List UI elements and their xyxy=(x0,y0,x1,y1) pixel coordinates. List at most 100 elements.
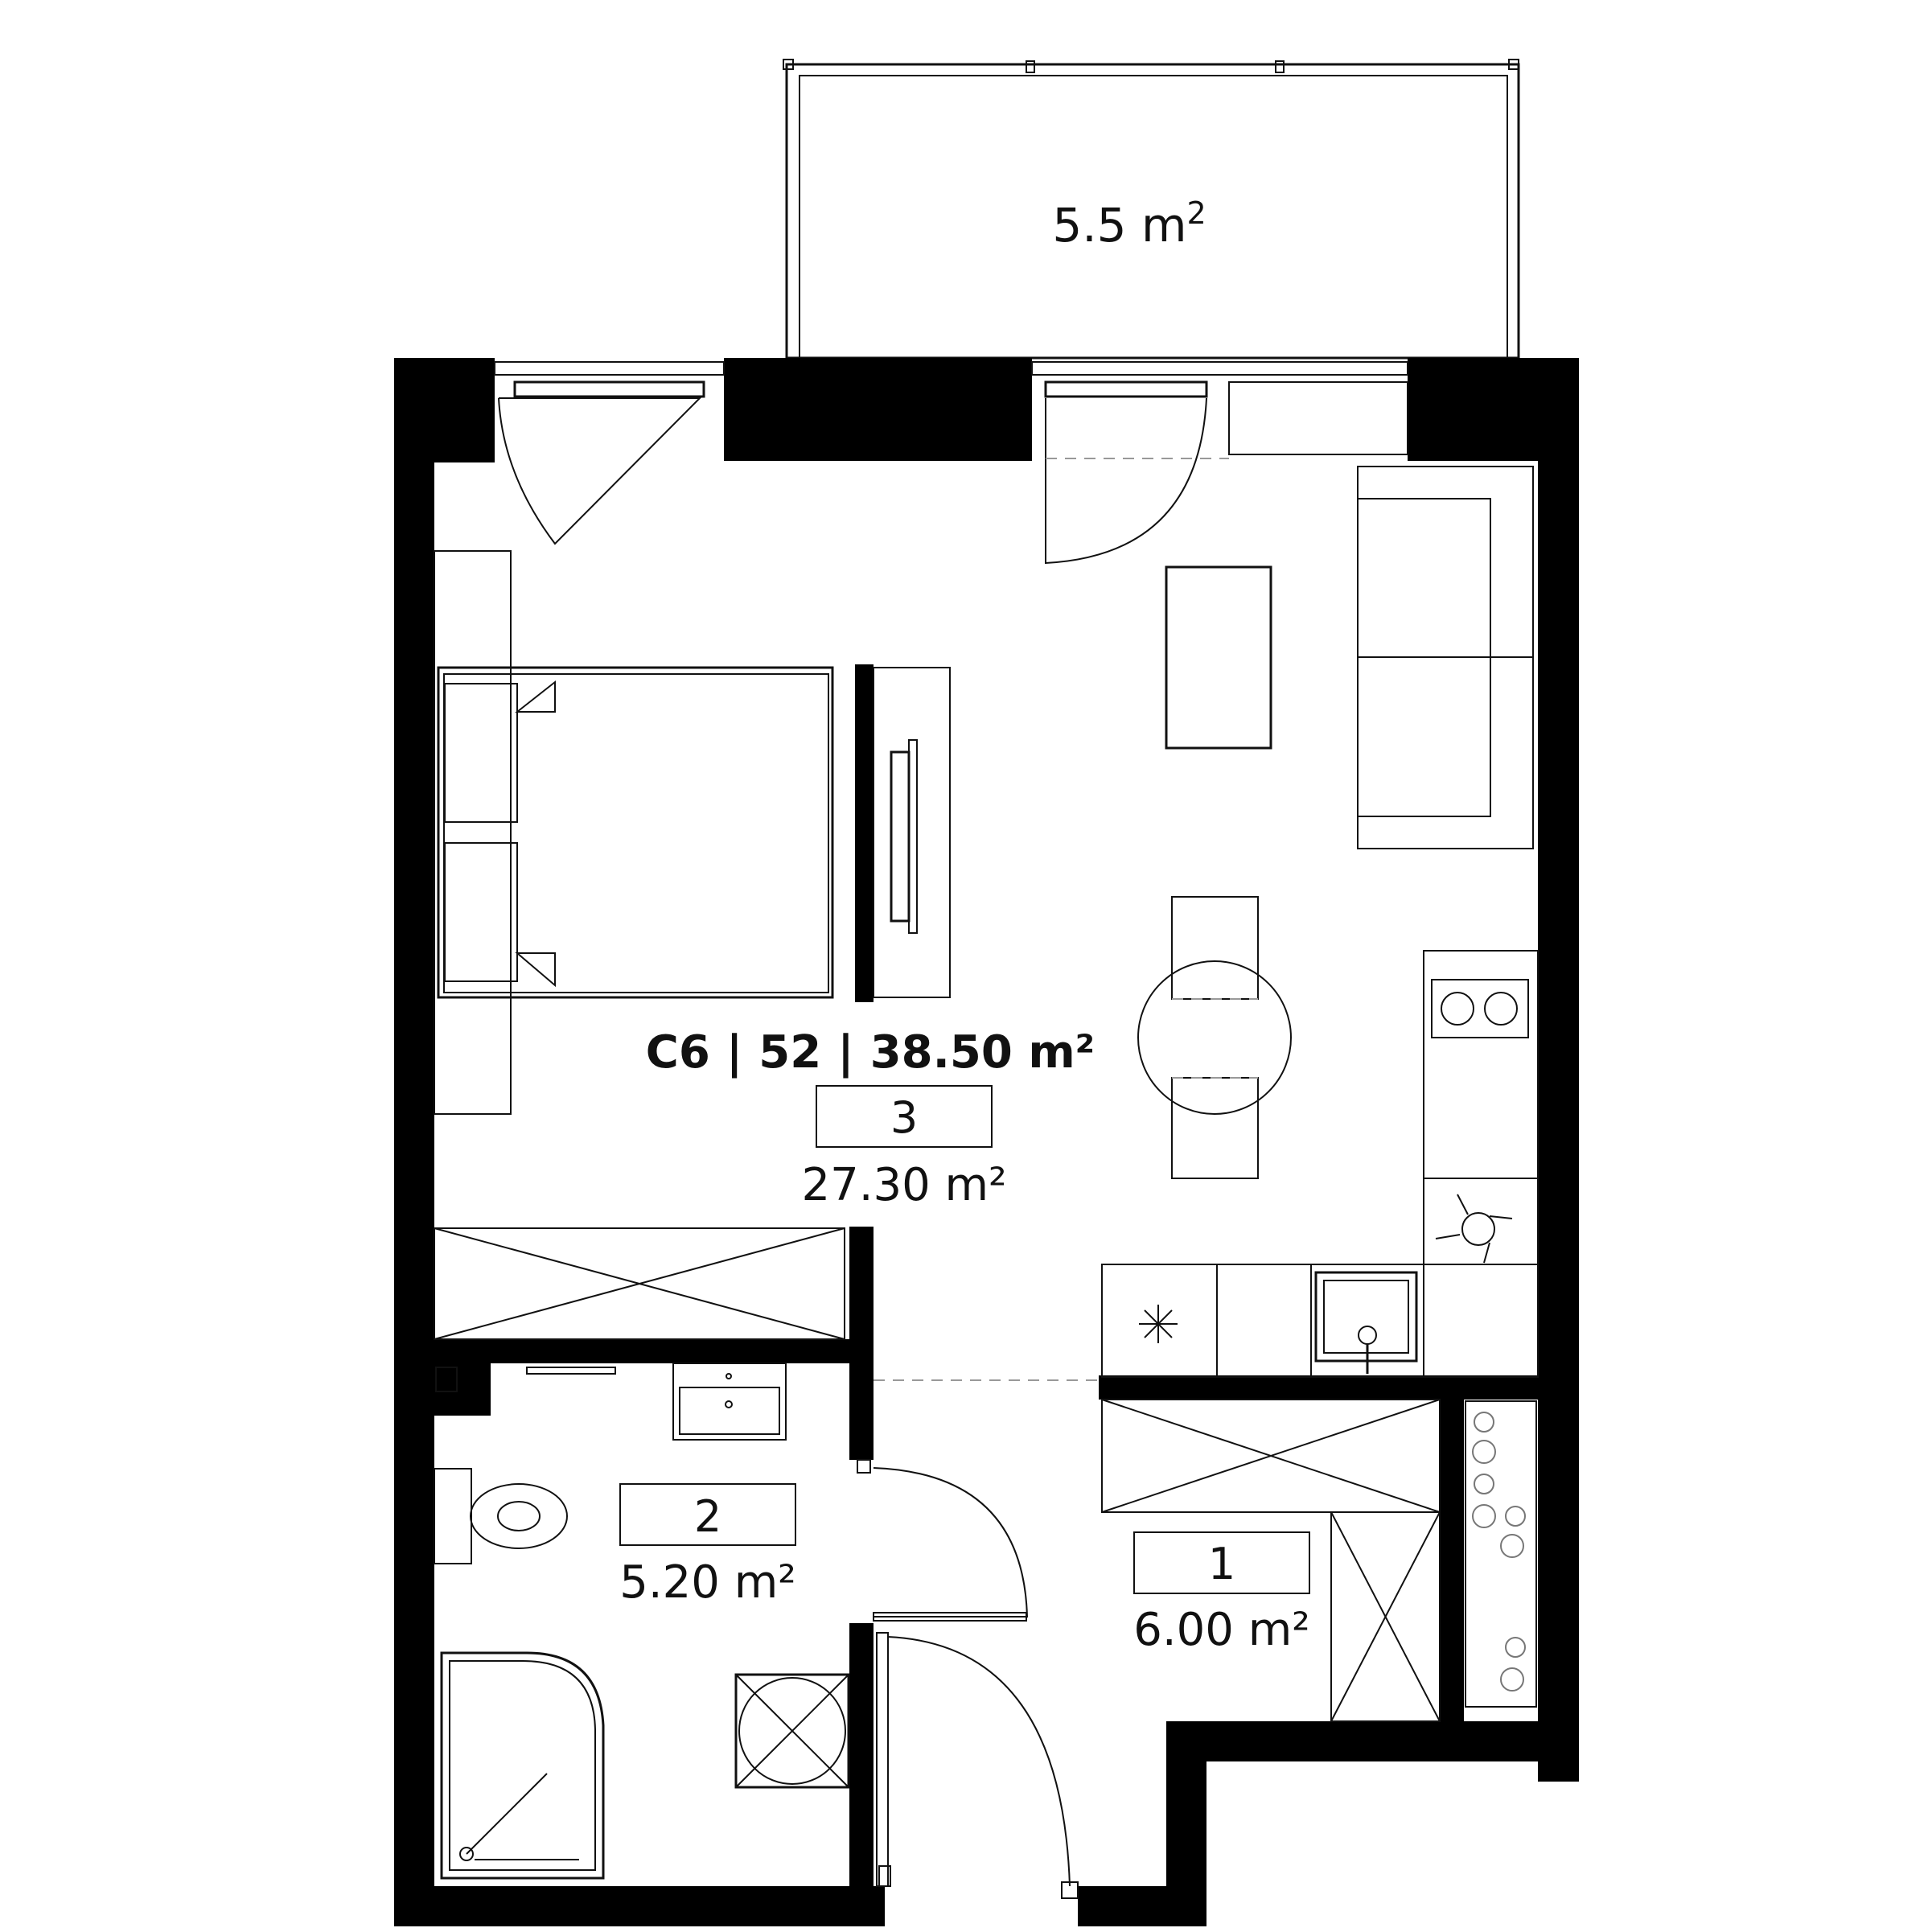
wall-segment xyxy=(394,1886,885,1926)
door-stop xyxy=(857,1459,871,1474)
bathroom-fixtures xyxy=(434,1363,850,1880)
room-1-number-box xyxy=(1133,1531,1310,1594)
bathroom-door-swing xyxy=(873,1467,1029,1618)
balcony-post xyxy=(783,59,794,70)
room-2-number: 2 xyxy=(694,1491,721,1542)
wardrobe xyxy=(434,550,512,1115)
pipe-icon xyxy=(1472,1440,1496,1464)
room-3-number: 3 xyxy=(890,1092,918,1143)
washbasin xyxy=(672,1363,787,1441)
toilet-tank xyxy=(434,1468,472,1564)
windows xyxy=(494,361,1408,565)
kitchen-counter-bottom xyxy=(1101,1264,1539,1378)
hallway-fixtures xyxy=(1101,1399,1537,1722)
duvet-fold xyxy=(515,680,556,713)
partition-wall xyxy=(855,664,874,1002)
built-in-wardrobe xyxy=(434,1227,845,1340)
kitchen-counter-right xyxy=(1423,950,1539,1265)
balcony: 5.5 m2 xyxy=(783,59,1520,360)
shower-tray xyxy=(440,1651,605,1880)
wardrobe-cross xyxy=(1101,1399,1441,1513)
pipe-icon xyxy=(1474,1412,1494,1433)
tv-stand xyxy=(908,739,918,934)
wall-segment xyxy=(849,1227,874,1460)
utility-shaft xyxy=(1465,1400,1537,1708)
shower-slope xyxy=(466,1773,548,1855)
pipe-icon xyxy=(1505,1506,1526,1527)
pipe-icon xyxy=(1472,1504,1496,1528)
entrance-door-swing xyxy=(887,1636,1071,1887)
chair xyxy=(1171,1077,1259,1179)
bed-inner xyxy=(443,673,829,993)
washing-machine-cross xyxy=(735,1674,849,1788)
kitchen xyxy=(874,950,1539,1381)
drain-icon xyxy=(725,1400,733,1408)
balcony-post xyxy=(1508,59,1519,70)
room-2-area: 5.20 m² xyxy=(619,1556,796,1609)
hall-wardrobe xyxy=(1101,1399,1441,1513)
balcony-door-swing-right xyxy=(1045,397,1207,565)
door-stop xyxy=(1061,1881,1079,1899)
washing-machine-drum xyxy=(738,1677,846,1785)
balcony-railing-inner xyxy=(799,75,1508,359)
burner-icon xyxy=(1484,992,1518,1026)
faucet-icon xyxy=(1358,1326,1377,1345)
window-sash xyxy=(1044,380,1208,398)
pillow xyxy=(444,842,518,982)
window-frame xyxy=(494,361,725,376)
door-leaf xyxy=(873,1612,1027,1622)
burner-icon xyxy=(1441,992,1474,1026)
sink-basin xyxy=(1323,1280,1409,1354)
door-stop xyxy=(878,1865,891,1887)
wall-segment xyxy=(434,1363,491,1416)
fixed-glazing xyxy=(1228,381,1408,455)
wall-segment xyxy=(1538,358,1579,1782)
room-1-area: 6.00 m² xyxy=(1133,1604,1310,1656)
walls xyxy=(394,358,1579,1926)
bed xyxy=(437,666,834,999)
wall-segment xyxy=(849,1623,874,1886)
washing-machine xyxy=(734,1673,850,1789)
wardrobe-cross xyxy=(434,1227,845,1340)
room-3-furniture xyxy=(434,466,1534,1340)
toilet-bowl xyxy=(470,1483,568,1549)
balcony-area-label: 5.5 m2 xyxy=(1052,195,1206,253)
hall-cabinet xyxy=(1330,1511,1441,1722)
cooktop xyxy=(1431,979,1529,1038)
interior-doors xyxy=(857,1459,1079,1899)
room-1-number: 1 xyxy=(1208,1539,1235,1589)
wall-segment xyxy=(1099,1375,1539,1400)
pipe-icon xyxy=(1505,1637,1526,1658)
fridge-icon xyxy=(1139,1305,1178,1343)
shower-tray-inner xyxy=(449,1660,596,1871)
chair xyxy=(1171,896,1259,1000)
room-2-number-box xyxy=(619,1483,796,1546)
shaft xyxy=(435,1367,458,1392)
toilet-seat xyxy=(497,1501,541,1531)
dishwasher-marks xyxy=(1435,1194,1513,1264)
cabinet-cross xyxy=(1330,1511,1441,1722)
tv-cabinet xyxy=(873,667,951,998)
wall-segment xyxy=(724,358,1032,461)
pipe-icons xyxy=(1472,1412,1526,1692)
window-sash xyxy=(513,380,705,398)
tv xyxy=(890,750,911,923)
wall-segment xyxy=(1166,1721,1579,1761)
wall-segment xyxy=(1440,1400,1464,1721)
washbasin-bowl xyxy=(679,1387,780,1435)
shower-drain-icon xyxy=(459,1847,474,1861)
wall-segment xyxy=(434,1339,861,1363)
pipe-icon xyxy=(1474,1474,1494,1494)
pipe-icon xyxy=(1500,1667,1524,1692)
pillow xyxy=(444,683,518,823)
faucet-icon xyxy=(726,1373,732,1379)
dining-table xyxy=(1137,960,1292,1115)
unit-label: C6|52|38.50 m² xyxy=(646,1026,1095,1079)
room-3-number-box xyxy=(816,1085,993,1148)
dishwasher-icon xyxy=(1461,1212,1495,1246)
window-frame xyxy=(1031,361,1408,376)
duvet-fold xyxy=(515,952,556,988)
door-jamb xyxy=(876,1632,889,1887)
pipe-icon xyxy=(1500,1534,1524,1558)
